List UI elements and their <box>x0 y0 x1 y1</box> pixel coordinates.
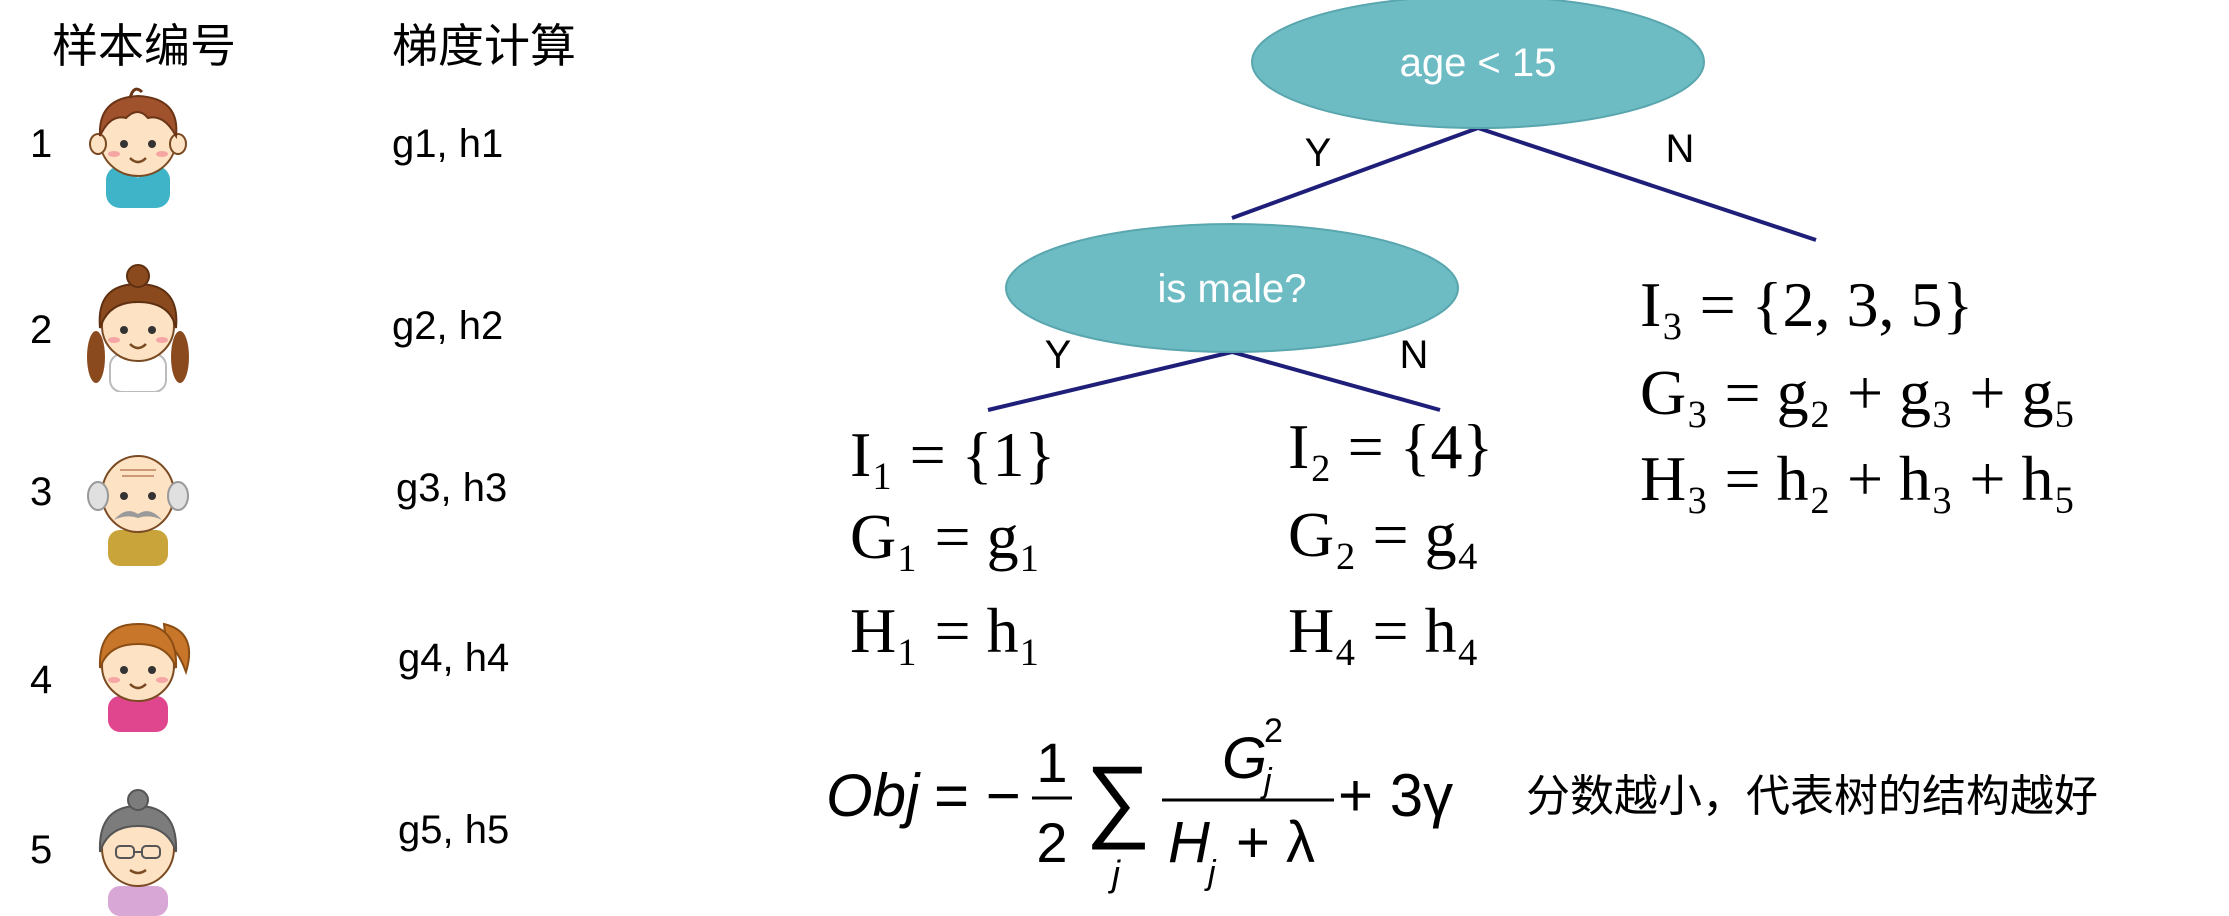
edge-child-yes <box>987 350 1233 412</box>
leaf3-I: I₃ = {2, 3, 5} <box>1640 269 1974 340</box>
interpretation-note: 分数越小，代表树的结构越好 <box>1526 771 2098 822</box>
formula-denominator-sub: j <box>1204 854 1217 892</box>
leaf1-H: H₁ = h₁ <box>850 595 1041 666</box>
edge-label-root-no: N <box>1666 127 1695 171</box>
formula-denominator: H <box>1168 810 1210 875</box>
leaf2-H: H₄ = h₄ <box>1288 595 1479 666</box>
sample-id-5: 5 <box>30 828 53 872</box>
sample-id-header: 样本编号 <box>52 19 236 73</box>
sample-id-2: 2 <box>30 308 53 352</box>
girl-ponytail-avatar-icon <box>98 622 191 732</box>
gradient-5: g5, h5 <box>398 808 510 852</box>
sample-id-3: 3 <box>30 470 53 514</box>
sample-id-4: 4 <box>30 658 53 702</box>
root-node <box>1251 0 1705 129</box>
root-node-label: age < 15 <box>1400 41 1557 85</box>
gradient-2: g2, h2 <box>392 304 504 348</box>
child-node <box>1005 223 1459 353</box>
formula-half-num: 1 <box>1036 731 1067 794</box>
formula-half-den: 2 <box>1036 811 1067 874</box>
edge-label-root-yes: Y <box>1305 131 1332 175</box>
edge-label-child-no: N <box>1400 333 1429 377</box>
edge-root-no <box>1477 126 1817 242</box>
leaf2-I: I₂ = {4} <box>1288 411 1494 482</box>
sample-id-1: 1 <box>30 122 53 166</box>
formula-eq: = − <box>934 762 1021 829</box>
edge-label-child-yes: Y <box>1045 333 1072 377</box>
girl-braids-avatar-icon <box>87 264 189 392</box>
leaf3-H: H₃ = h₂ + h₃ + h₅ <box>1640 443 2076 514</box>
formula-denominator-tail: + λ <box>1236 810 1315 875</box>
grandpa-avatar-icon <box>87 455 189 566</box>
grandma-avatar-icon <box>98 789 178 916</box>
gradient-3: g3, h3 <box>396 466 508 510</box>
formula-numerator: G <box>1222 726 1267 791</box>
formula-sum-index: j <box>1107 853 1121 894</box>
leaf1-G: G₁ = g₁ <box>850 501 1041 572</box>
formula-tail: + 3γ <box>1338 762 1453 829</box>
child-node-label: is male? <box>1158 267 1307 311</box>
formula-numerator-sub: j <box>1260 762 1273 800</box>
leaf2-G: G₂ = g₄ <box>1288 499 1479 570</box>
objective-formula: Obj = − 1 2 ∑ j G 2 j H j + λ + 3γ <box>826 712 1453 894</box>
edge-root-yes <box>1231 126 1479 220</box>
boy-avatar-icon <box>89 87 187 208</box>
leaf1-I: I₁ = {1} <box>850 419 1056 490</box>
gradient-header: 梯度计算 <box>392 19 576 73</box>
formula-numerator-sup: 2 <box>1264 712 1283 750</box>
gradient-4: g4, h4 <box>398 636 510 680</box>
leaf3-G: G₃ = g₂ + g₃ + g₅ <box>1640 357 2076 428</box>
formula-sum: ∑ <box>1085 748 1151 850</box>
edge-child-no <box>1231 350 1441 412</box>
formula-lhs: Obj <box>826 762 921 829</box>
gradient-1: g1, h1 <box>392 122 504 166</box>
